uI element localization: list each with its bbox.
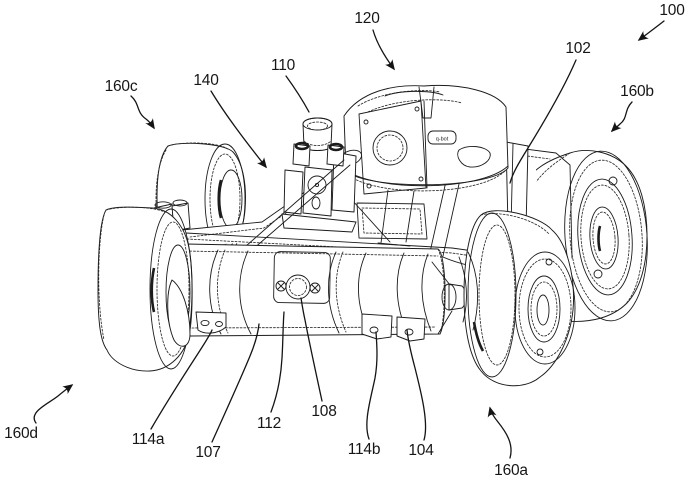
brand-badge: q-bot (436, 137, 449, 143)
leader-107 (212, 324, 259, 442)
leader-100 (639, 21, 664, 40)
leader-160c (131, 96, 154, 128)
ref-label-160c: 160c (105, 78, 138, 96)
leader-160d (34, 385, 72, 423)
ref-label-112: 112 (257, 415, 281, 433)
ref-label-110: 110 (271, 57, 295, 75)
front-roller-module (181, 244, 445, 341)
ref-label-114a: 114a (132, 431, 165, 449)
leader-160a (490, 408, 511, 458)
ref-label-114b: 114b (348, 441, 381, 459)
ref-label-104: 104 (408, 442, 433, 460)
ref-label-120: 120 (354, 10, 379, 28)
ref-label-100: 100 (659, 2, 684, 20)
ref-label-140: 140 (193, 72, 218, 90)
wheel-front-left (98, 207, 192, 371)
leader-104 (407, 330, 426, 440)
ref-label-107: 107 (195, 444, 220, 462)
leader-110 (286, 76, 309, 112)
leader-160b (612, 102, 632, 131)
leader-114b (367, 332, 377, 439)
ref-label-102: 102 (565, 40, 590, 58)
ref-label-160b: 160b (620, 83, 654, 101)
leader-120 (373, 30, 394, 69)
ref-label-160a: 160a (494, 462, 528, 480)
ref-label-160d: 160d (4, 425, 38, 443)
ref-label-108: 108 (311, 403, 336, 421)
